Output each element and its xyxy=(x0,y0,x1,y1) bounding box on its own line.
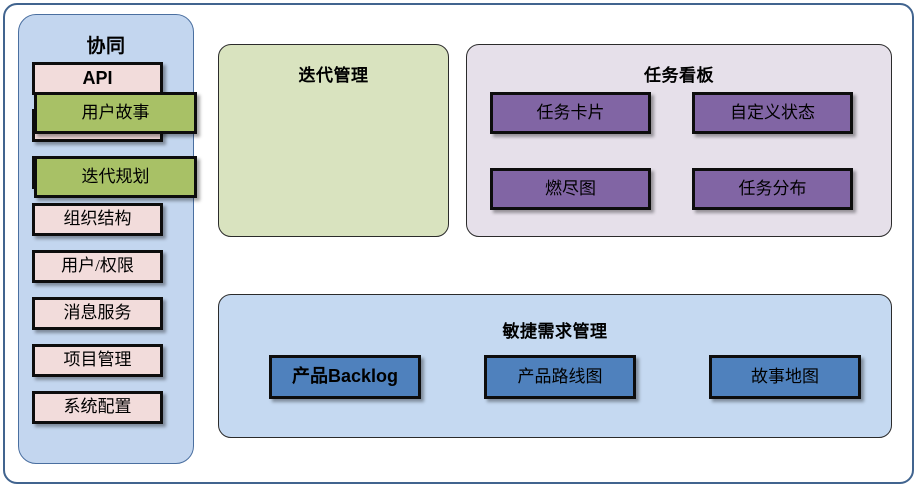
task-board-title: 任务看板 xyxy=(644,66,714,85)
iteration-item-user-story[interactable]: 用户故事 xyxy=(34,92,197,134)
agile-requirements-title: 敏捷需求管理 xyxy=(502,322,608,341)
sidebar-item-api[interactable]: API xyxy=(32,62,163,95)
task-item-custom-status[interactable]: 自定义状态 xyxy=(692,92,853,134)
task-item-task-card[interactable]: 任务卡片 xyxy=(490,92,651,134)
task-item-burndown-chart[interactable]: 燃尽图 xyxy=(490,168,651,210)
iteration-management-title: 迭代管理 xyxy=(298,66,369,85)
sidebar-item-org-structure[interactable]: 组织结构 xyxy=(32,203,163,236)
task-item-task-distribution[interactable]: 任务分布 xyxy=(692,168,853,210)
iteration-management-panel: 迭代管理 xyxy=(218,44,449,237)
sidebar-item-user-permission[interactable]: 用户/权限 xyxy=(32,250,163,283)
outer-frame xyxy=(3,3,914,484)
agile-item-product-roadmap[interactable]: 产品路线图 xyxy=(484,355,636,399)
sidebar-item-system-config[interactable]: 系统配置 xyxy=(32,391,163,424)
sidebar-item-project-management[interactable]: 项目管理 xyxy=(32,344,163,377)
sidebar-item-message-service[interactable]: 消息服务 xyxy=(32,297,163,330)
agile-item-product-backlog[interactable]: 产品Backlog xyxy=(269,355,421,399)
iteration-item-iteration-planning[interactable]: 迭代规划 xyxy=(34,156,197,198)
agile-item-story-map[interactable]: 故事地图 xyxy=(709,355,861,399)
sidebar-title: 协同 xyxy=(86,36,126,57)
